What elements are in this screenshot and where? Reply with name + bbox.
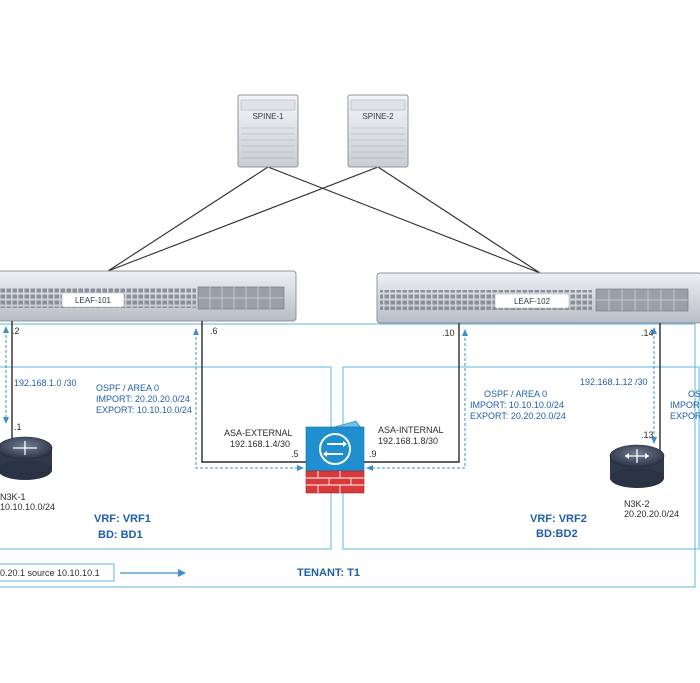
asa-firewall[interactable]: [305, 420, 365, 494]
right-ospf-label: OSPF / AREA 0: [484, 389, 548, 399]
asa-internal-name: ASA-INTERNAL: [378, 425, 444, 435]
vrf2-label: VRF: VRF2: [530, 513, 587, 525]
leaf102-port-10: .10: [442, 328, 455, 338]
ping-callout-box: [0, 563, 115, 582]
n3k-2-name: N3K-2: [624, 499, 650, 509]
tenant-label: TENANT: T1: [297, 567, 360, 579]
asa-port-9: .9: [369, 449, 377, 459]
n3k-1-router[interactable]: [0, 436, 53, 480]
spine-1-label: SPINE-1: [252, 112, 284, 121]
left-subnet-label: 192.168.1.0 /30: [14, 378, 77, 388]
right-export-cut-label: EXPOR: [670, 411, 700, 421]
access-links: [11, 321, 661, 470]
bd2-label: BD:BD2: [536, 528, 578, 540]
leaf-102-switch[interactable]: [376, 272, 700, 324]
spine-2-label: SPINE-2: [362, 112, 394, 121]
asa-external-subnet: 192.168.1.4/30: [230, 439, 291, 449]
right-ospf-cut-label: OS: [688, 389, 700, 399]
n3k-2-router[interactable]: [609, 444, 665, 488]
asa-external-name: ASA-EXTERNAL: [224, 428, 293, 438]
leaf-101-label: LEAF-101: [74, 296, 112, 305]
fabric-links: [107, 166, 541, 274]
right-import-label: IMPORT: 10.10.10.0/24: [470, 400, 564, 410]
tenant-box: [0, 323, 696, 588]
ping-text: 0.20.1 source 10.10.10.1: [0, 568, 100, 578]
asa-port-5: .5: [291, 449, 299, 459]
bd1-label: BD: BD1: [98, 529, 143, 541]
right-export-label: EXPORT: 20.20.20.0/24: [470, 411, 566, 421]
leaf-102-label: LEAF-102: [513, 297, 551, 306]
n3k2-port-13: .13: [641, 430, 654, 440]
right-import-cut-label: IMPOR: [670, 400, 700, 410]
left-ospf-label: OSPF / AREA 0: [96, 383, 160, 393]
n3k-2-network: 20.20.20.0/24: [624, 509, 680, 519]
n3k-1-name: N3K-1: [0, 492, 26, 502]
routing-dashed-paths: [5, 330, 655, 469]
n3k-1-network: 10.10.10.0/24: [0, 502, 56, 512]
leaf101-port-6: .6: [210, 326, 218, 336]
n3k1-port-1: .1: [14, 422, 22, 432]
leaf101-port-2: .2: [12, 326, 20, 336]
vrf1-label: VRF: VRF1: [94, 513, 151, 525]
left-import-label: IMPORT: 20.20.20.0/24: [96, 394, 190, 404]
asa-internal-subnet: 192.168.1.8/30: [378, 436, 439, 446]
ping-arrowhead: [178, 569, 186, 577]
spine-1-switch[interactable]: [237, 94, 299, 168]
routing-arrowheads: [3, 326, 657, 471]
leaf102-port-14: .14: [641, 328, 654, 338]
leaf-101-switch[interactable]: [0, 270, 297, 322]
right-subnet-label: 192.168.1.12 /30: [580, 377, 648, 387]
spine-2-switch[interactable]: [347, 94, 409, 168]
left-export-label: EXPORT: 10.10.10.0/24: [96, 405, 192, 415]
